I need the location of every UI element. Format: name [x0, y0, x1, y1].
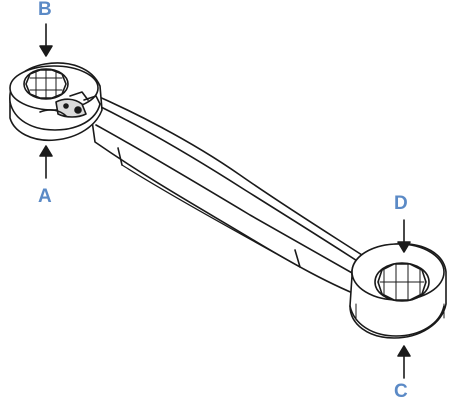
arrow-icon-c	[397, 345, 411, 379]
label-c: C	[394, 381, 408, 402]
wrench-handle	[87, 91, 371, 301]
arrow-icon-a	[39, 145, 53, 179]
label-b: B	[38, 0, 52, 20]
left-ratchet-head	[9, 62, 103, 142]
arrow-icon-d	[397, 219, 411, 253]
right-ring-head	[349, 243, 447, 339]
arrow-icon-b	[39, 23, 53, 57]
label-a: A	[38, 186, 52, 207]
label-d: D	[394, 193, 408, 214]
